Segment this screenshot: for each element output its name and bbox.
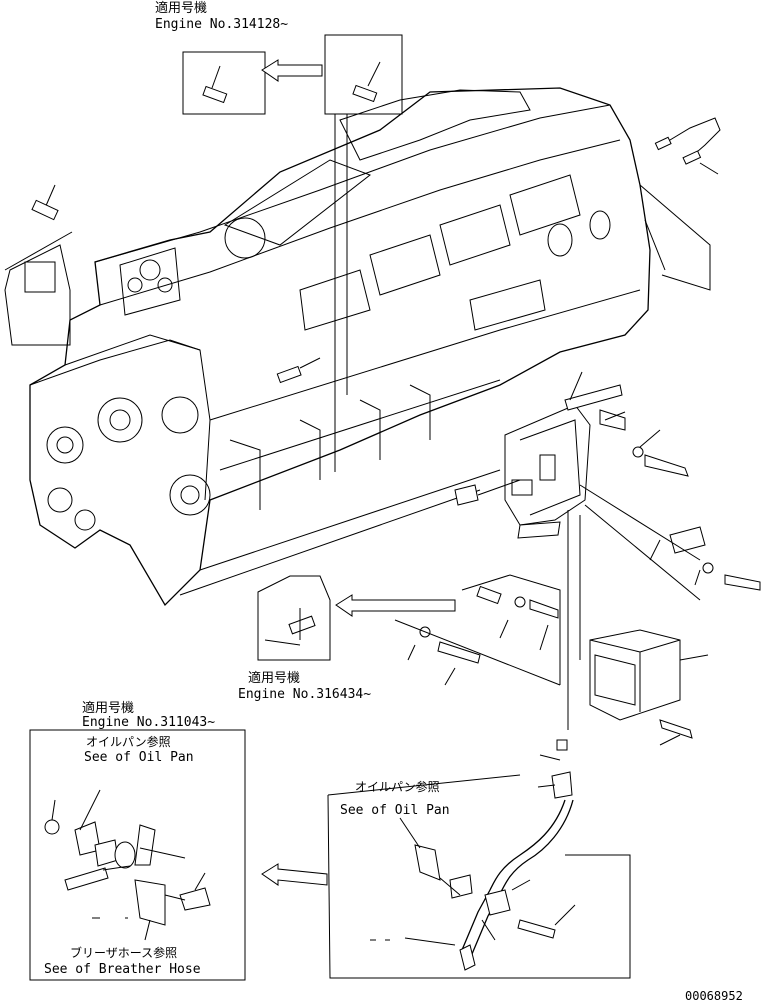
left-note-en: Engine No.311043~ xyxy=(82,715,215,730)
mid-detail-group xyxy=(257,574,561,686)
arrow-left-icon xyxy=(335,594,456,617)
breather-jp: ブリーザホース参照 xyxy=(70,945,177,960)
temp-sensor-group xyxy=(639,117,721,291)
sensor-icon xyxy=(352,61,381,103)
engine-block xyxy=(29,87,651,607)
ecu-bracket-group xyxy=(454,371,761,730)
top-source-box xyxy=(324,34,403,115)
lower-right-box xyxy=(327,794,631,979)
left-note-jp: 適用号機 xyxy=(82,700,134,716)
left-sensor-group xyxy=(4,184,73,346)
top-detail-box xyxy=(182,51,266,115)
sensor-icon xyxy=(202,65,228,104)
mount-bracket xyxy=(4,244,71,346)
top-note-jp: 適用号機 xyxy=(155,0,207,16)
mid-note-jp: 適用号機 xyxy=(248,670,300,686)
lower-right-detail: オイルパン参照 See of Oil Pan xyxy=(327,739,631,979)
top-detail-group xyxy=(182,34,403,472)
breather-en: See of Breather Hose xyxy=(44,962,201,977)
lower-left-detail: オイルパン参照 See of Oil Pan ブリーザホース参照 See of … xyxy=(29,729,246,981)
oilpan-right-jp: オイルパン参照 xyxy=(355,779,440,794)
ecu-box xyxy=(589,629,709,746)
mid-note-en: Engine No.316434~ xyxy=(238,687,371,702)
oilpan-left-jp: オイルパン参照 xyxy=(86,734,171,749)
arrow-left-icon xyxy=(261,863,328,886)
mid-detail-box xyxy=(257,575,331,661)
arrow-left-icon xyxy=(261,59,323,82)
oilpan-right-en: See of Oil Pan xyxy=(340,803,450,818)
top-note-en: Engine No.314128~ xyxy=(155,17,288,32)
oilpan-left-en: See of Oil Pan xyxy=(84,750,194,765)
lower-left-box xyxy=(29,729,246,981)
drawing-number: 00068952 xyxy=(685,989,743,1003)
